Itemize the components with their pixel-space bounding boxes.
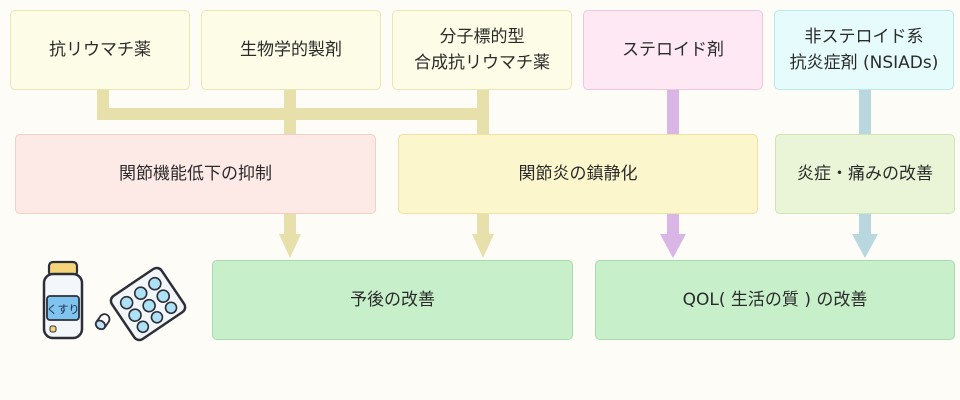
drug-dmard-box: 抗リウマチ薬 — [10, 10, 190, 90]
outcome-qol-box: QOL( 生活の質 ) の改善 — [595, 260, 955, 340]
dmard-connectors — [97, 90, 494, 258]
medicine-bottle-icon: くすり — [42, 260, 84, 340]
drug-targeted-label-line1: 分子標的型 — [439, 27, 525, 47]
drug-steroid-label: ステロイド剤 — [622, 40, 724, 60]
drug-targeted-label-line2: 合成抗リウマチ薬 — [414, 53, 550, 73]
drug-nsaid-label-line1: 非ステロイド系 — [804, 27, 924, 47]
arrow-inflammation-to-prognosis — [472, 234, 494, 258]
arrow-pain-to-qol — [852, 234, 878, 258]
connector-pain-down — [859, 214, 871, 236]
arrow-steroid-to-qol — [660, 234, 686, 258]
outcome-prognosis-label: 予後の改善 — [350, 290, 435, 310]
outcome-prognosis-box: 予後の改善 — [212, 260, 573, 340]
effect-pain-label: 炎症・痛みの改善 — [797, 164, 933, 184]
effect-function-label: 関節機能低下の抑制 — [119, 164, 272, 184]
bottle-label-text: くすり — [47, 303, 80, 316]
connector-function-down — [284, 214, 296, 236]
connector-to-function-stem — [284, 120, 296, 134]
connector-dmard-bar — [97, 108, 489, 120]
connector-nsaid-to-pain — [859, 90, 871, 134]
effect-inflammation-label: 関節炎の鎮静化 — [518, 164, 638, 184]
nsaid-connectors — [852, 90, 878, 258]
connector-inflammation-down — [477, 214, 489, 236]
drug-biologic-label: 生物学的製剤 — [240, 40, 342, 60]
effect-pain-box: 炎症・痛みの改善 — [775, 134, 955, 214]
drug-steroid-box: ステロイド剤 — [583, 10, 763, 90]
drug-nsaid-box: 非ステロイド系 抗炎症剤 (NSIADs) — [774, 10, 954, 90]
medicine-illustration: くすり — [42, 260, 187, 342]
drug-dmard-label: 抗リウマチ薬 — [49, 40, 151, 60]
outcome-qol-label: QOL( 生活の質 ) の改善 — [682, 290, 868, 310]
effect-inflammation-box: 関節炎の鎮静化 — [398, 134, 758, 214]
connector-to-inflammation-stem — [477, 120, 489, 134]
blister-pack-icon — [109, 266, 187, 342]
drug-biologic-box: 生物学的製剤 — [201, 10, 381, 90]
capsule-icon — [94, 313, 111, 331]
arrow-function-to-prognosis — [279, 234, 301, 258]
drug-nsaid-label-line2: 抗炎症剤 (NSIADs) — [789, 53, 939, 73]
effect-function-box: 関節機能低下の抑制 — [15, 134, 376, 214]
drug-targeted-box: 分子標的型 合成抗リウマチ薬 — [392, 10, 572, 90]
